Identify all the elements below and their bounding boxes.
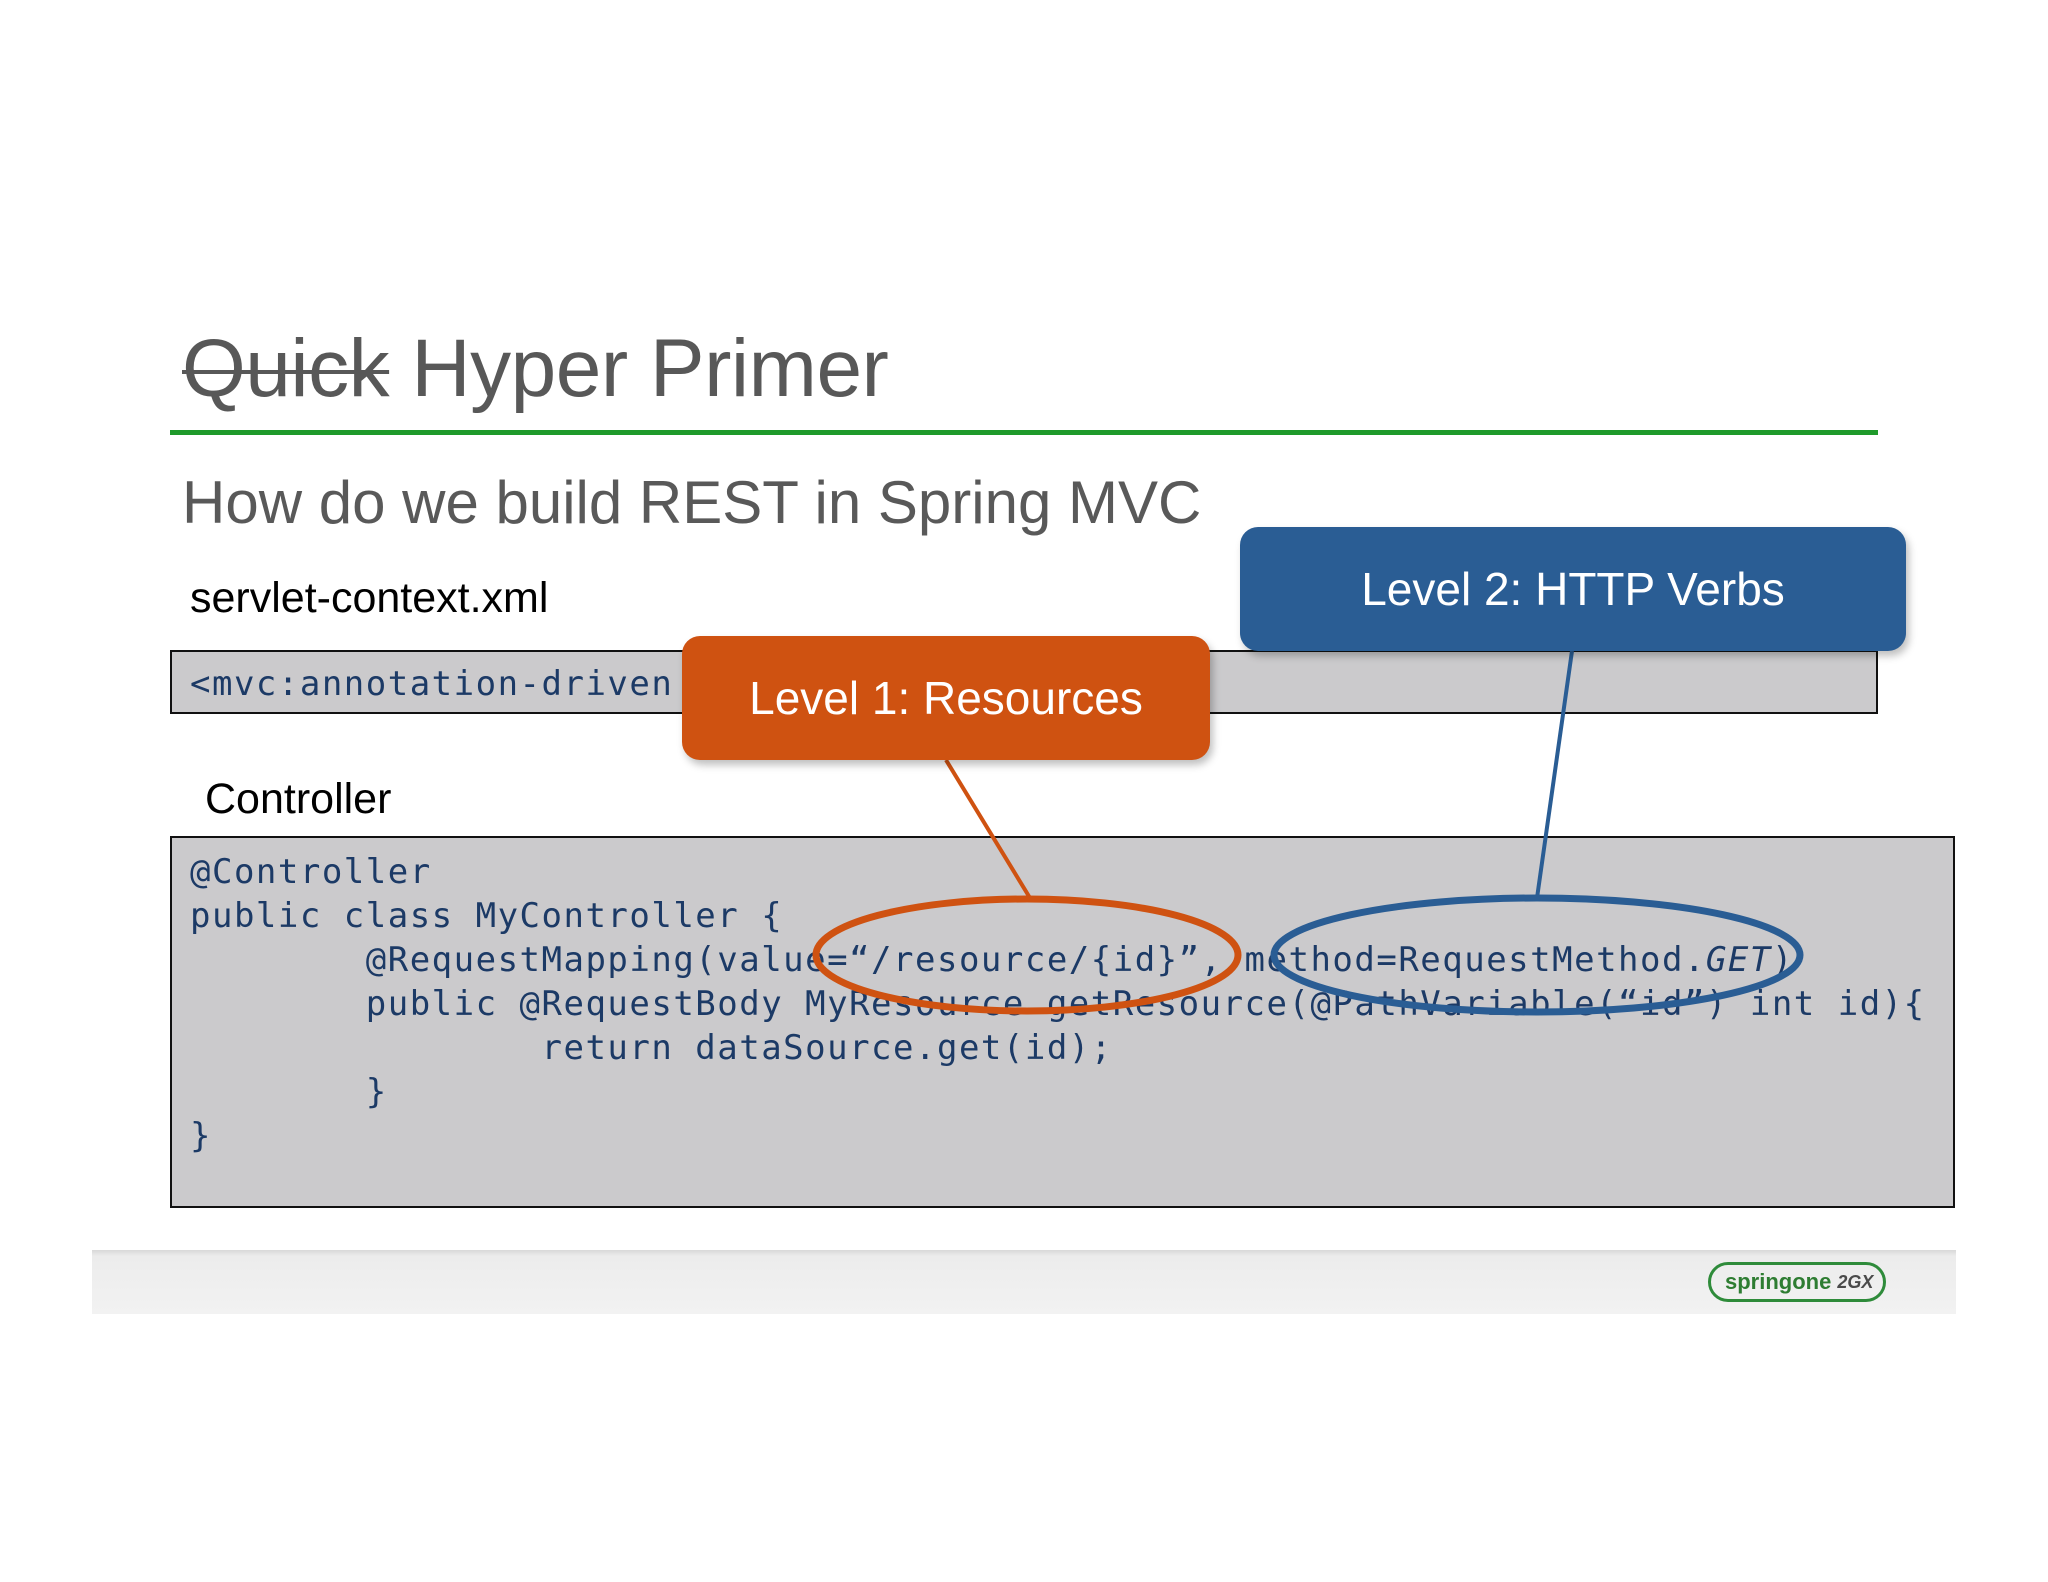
slide-title: Quick Hyper Primer xyxy=(182,322,889,416)
level1-connector xyxy=(944,758,1032,900)
title-main: Hyper Primer xyxy=(411,323,889,414)
level1-highlight-ellipse xyxy=(812,895,1242,1015)
level1-callout: Level 1: Resources xyxy=(682,636,1210,760)
level2-connector xyxy=(1535,650,1574,899)
code-segment-get: GET xyxy=(1705,940,1772,980)
code-segment: @RequestMapping(value=“/resource/{id}”, … xyxy=(190,940,1706,980)
code-line: } xyxy=(190,1072,388,1112)
logo-text: springone xyxy=(1725,1269,1832,1294)
level2-callout: Level 2: HTTP Verbs xyxy=(1240,527,1906,651)
footer-band xyxy=(92,1250,1956,1314)
code-line: } xyxy=(190,1116,212,1156)
controller-code-box: @Controller public class MyController { … xyxy=(170,836,1955,1208)
logo-badge: 2GX xyxy=(1837,1271,1874,1292)
code-line: public class MyController { xyxy=(190,896,784,936)
title-divider xyxy=(170,430,1878,435)
code-line: return dataSource.get(id); xyxy=(190,1028,1113,1068)
springone-logo: springone 2GX xyxy=(1708,1262,1886,1302)
title-struck-word: Quick xyxy=(182,323,390,414)
controller-label: Controller xyxy=(205,775,392,823)
slide-subtitle: How do we build REST in Spring MVC xyxy=(182,469,1202,536)
xml-file-label: servlet-context.xml xyxy=(190,574,549,622)
xml-code-line: <mvc:annotation-driven xyxy=(190,664,674,704)
code-line: @Controller xyxy=(190,852,432,892)
code-line: @RequestMapping(value=“/resource/{id}”, … xyxy=(190,940,1794,980)
level2-highlight-ellipse xyxy=(1270,894,1804,1016)
